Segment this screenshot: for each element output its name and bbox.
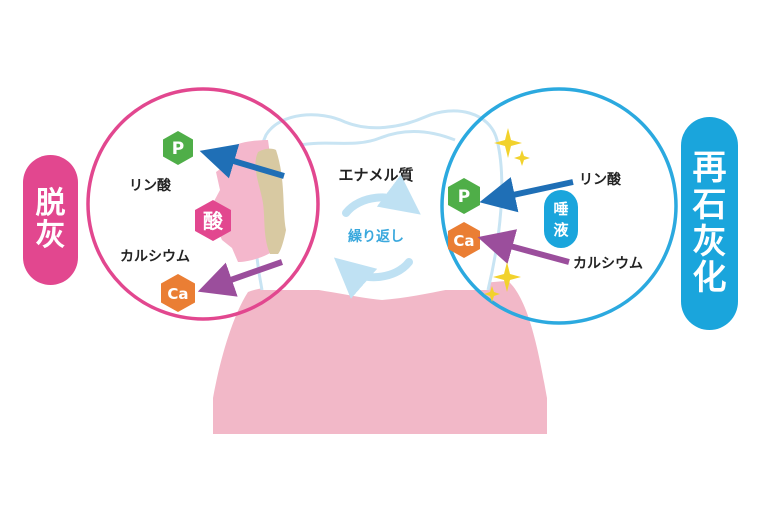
acid-label: 酸 [203, 209, 224, 233]
remineralization-char-1: 再 [692, 148, 727, 189]
left-calcium-symbol: Ca [167, 285, 188, 303]
left-phosphate-label: リン酸 [129, 177, 172, 194]
left-calcium-label: カルシウム [120, 249, 190, 265]
right-phosphate-label: リン酸 [579, 171, 622, 188]
tooth-enamel-ridge [299, 129, 456, 147]
left-calcium-hexagon [161, 274, 195, 312]
demineralization-char-1: 脱 [35, 185, 66, 221]
acid-hexagon [195, 200, 231, 241]
remineralization-label: 再 石 灰 化 [681, 117, 738, 330]
right-phosphate-hexagon [448, 178, 480, 214]
calcium-uptake-arrow [477, 229, 570, 265]
cycle-label: 繰り返し [348, 228, 404, 245]
sparkle-icon [494, 128, 522, 158]
left-phosphate-hexagon [163, 131, 193, 165]
left-phosphate-symbol: P [172, 139, 184, 159]
phosphate-release-arrow [199, 143, 285, 179]
phosphate-uptake-arrow [479, 177, 574, 213]
enamel-label: エナメル質 [338, 166, 413, 184]
saliva-char-1: 唾 [553, 200, 568, 218]
calcium-release-arrow [197, 259, 283, 297]
cycle-arrow-bottom [333, 257, 413, 299]
remineralization-char-4: 化 [692, 258, 727, 299]
remineralization-char-3: 灰 [692, 221, 727, 262]
saliva-char-2: 液 [553, 221, 569, 239]
demineralization-label: 脱 灰 [23, 155, 78, 285]
sparkle-icon [514, 150, 530, 166]
sparkle-icon [493, 262, 521, 292]
remineralization-circle [440, 87, 678, 325]
sparkle-icon [484, 286, 500, 302]
cycle-arrow-top [342, 174, 421, 217]
remineralization-char-2: 石 [692, 184, 727, 225]
demineralization-char-2: 灰 [35, 218, 66, 253]
gum [213, 281, 547, 434]
right-calcium-label: カルシウム [573, 256, 643, 272]
right-calcium-hexagon [448, 222, 480, 258]
demineralization-circle [86, 87, 320, 321]
right-calcium-symbol: Ca [453, 232, 474, 250]
right-phosphate-symbol: P [458, 187, 470, 207]
saliva-pill [544, 190, 578, 248]
